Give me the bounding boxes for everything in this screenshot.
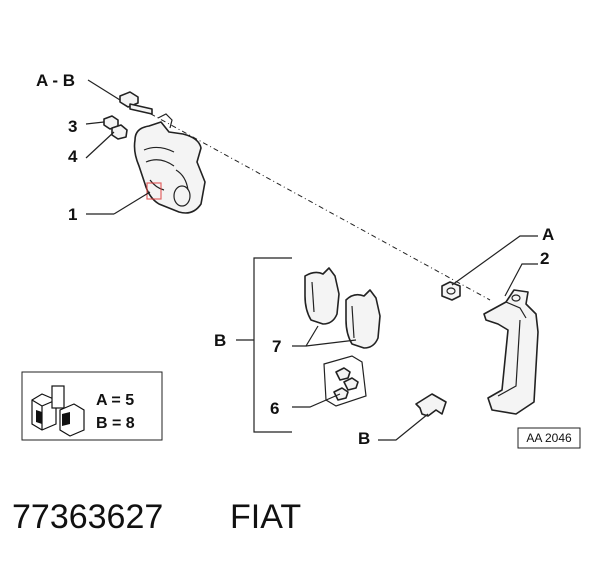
bolt-part[interactable] (119, 91, 153, 115)
bushing-part[interactable] (441, 281, 461, 301)
torque-legend: A = 5 B = 8 (21, 371, 163, 441)
brake-caliper-part[interactable] (133, 113, 206, 214)
callout-b-clip: B (358, 429, 370, 448)
torque-wrench-icon (31, 385, 85, 437)
callout-1: 1 (68, 205, 77, 224)
axis-line (139, 107, 491, 301)
callout-a-b: A - B (36, 71, 75, 90)
legend-line-b: B = 8 (96, 415, 135, 432)
cap-part[interactable] (111, 124, 128, 140)
callout-7: 7 (272, 337, 281, 356)
legend-line-a: A = 5 (96, 392, 134, 409)
highlight-marker (146, 182, 162, 200)
callout-2: 2 (540, 249, 549, 268)
brand-name: FIAT (230, 498, 301, 536)
retaining-clip-part[interactable] (415, 393, 447, 417)
callout-3: 3 (68, 117, 77, 136)
leader-lines (85, 79, 538, 441)
callout-6: 6 (270, 399, 279, 418)
drawing-code-box: AA 2046 (517, 427, 581, 449)
group-bracket (236, 257, 292, 433)
callout-b-group: B (214, 331, 226, 350)
drawing-code: AA 2046 (526, 431, 572, 445)
caliper-bracket-part[interactable] (483, 289, 539, 415)
spring-clips-part[interactable] (323, 355, 367, 407)
part-number: 77363627 (12, 498, 163, 536)
brake-pads-part[interactable] (304, 267, 381, 349)
callout-4: 4 (68, 147, 78, 166)
callout-a: A (542, 225, 554, 244)
